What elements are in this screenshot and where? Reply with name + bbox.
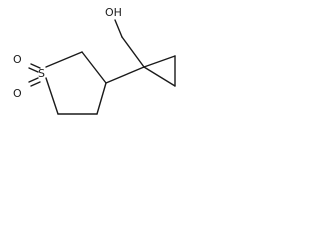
oxide-oxygen-lower-label: O: [13, 87, 22, 100]
bond-s-o-lower-a: [28, 77, 39, 83]
bond-ring-c2-s: [45, 51, 83, 68]
hydroxyl-label: OH: [105, 6, 122, 19]
oxide-oxygen-upper-label: O: [13, 53, 22, 66]
sulfur-label: S: [38, 67, 45, 80]
bond-ring-s-c5: [45, 77, 59, 115]
bond-s-o-lower-b: [30, 81, 41, 87]
bond-quaternary-to-ring-carbon: [105, 66, 145, 84]
bond-ring-c3-c2: [81, 51, 107, 84]
bond-ring-c4-c3: [96, 82, 107, 115]
bond-s-o-upper-b: [28, 67, 39, 73]
bond-o-ch2: [114, 19, 123, 38]
bond-cyclopropane-3: [143, 66, 176, 87]
bond-ch2-quaternary-carbon: [121, 36, 145, 68]
structure-diagram: OH S O O: [13, 6, 176, 115]
bond-cyclopropane-1: [143, 55, 176, 68]
bond-s-o-upper-a: [30, 63, 41, 69]
